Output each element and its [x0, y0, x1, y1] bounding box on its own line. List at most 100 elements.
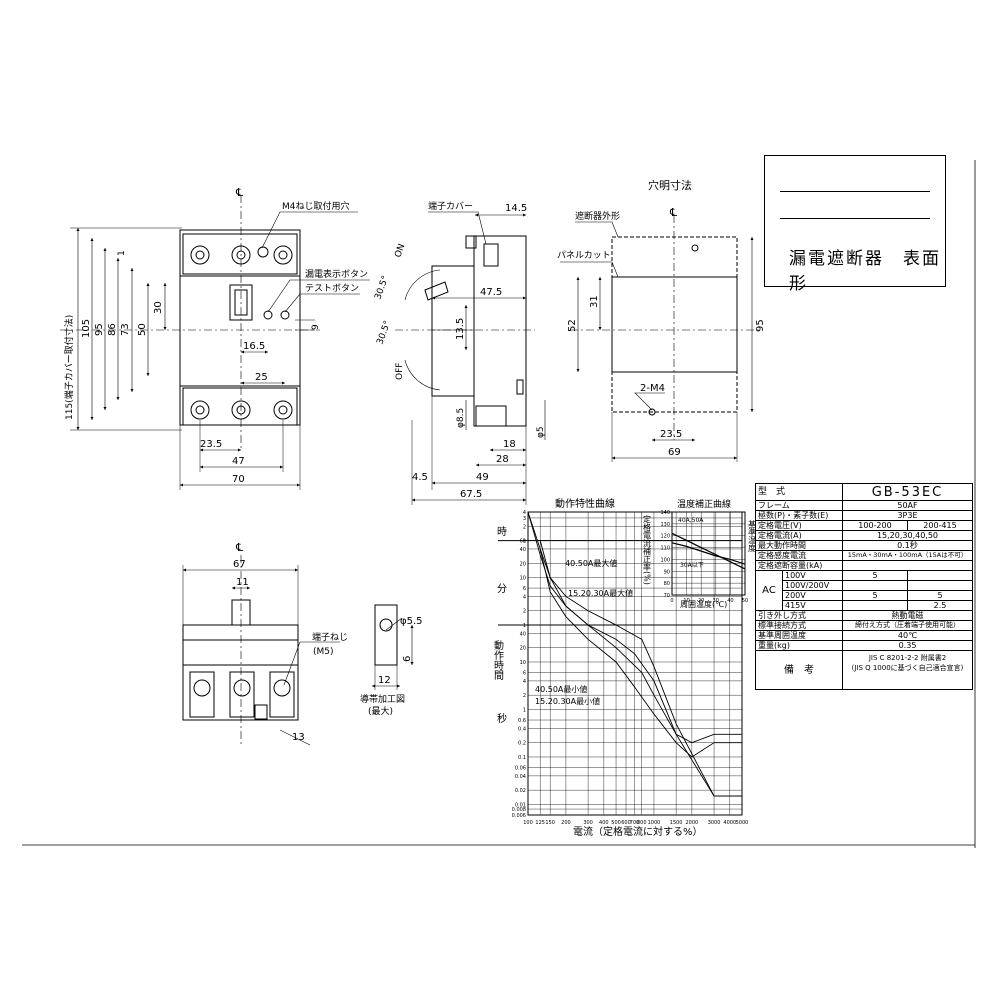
- chart2-series-0: [671, 532, 746, 570]
- chart1-annot-152030min: 15.20.30A最小値: [535, 696, 600, 706]
- angle-top: 30.5°: [373, 275, 391, 301]
- chart2-series-1: [671, 542, 746, 565]
- bottom-center-mark: ℄: [235, 541, 243, 554]
- chart2-ytick: 100: [660, 557, 670, 563]
- chart2-title: 温度補正曲線: [677, 498, 731, 510]
- chart1-xtick: 400: [599, 820, 609, 826]
- row-value: 100-200: [842, 520, 908, 531]
- dim-5-5: φ5.5: [400, 616, 423, 627]
- dim-18: 18: [503, 439, 516, 450]
- outline-label: 遮断器外形: [575, 210, 620, 222]
- chart1-ytick: 1: [523, 539, 526, 545]
- table-row: 極数(P)・素子数(E)3P3E: [755, 510, 973, 521]
- chart1-ytick: 0.008: [512, 807, 526, 813]
- dim-47-5: 47.5: [480, 287, 502, 298]
- ac-voltage: 415V: [785, 601, 806, 610]
- chart2-ytick: 90: [664, 569, 670, 575]
- dim-12: 12: [378, 675, 391, 686]
- model-name: GB-53EC: [842, 483, 973, 501]
- chart2-xtick: 40: [727, 598, 733, 604]
- dim-50: 50: [137, 323, 148, 336]
- dim-70: 70: [232, 474, 245, 485]
- hole-center-mark: ℄: [669, 206, 677, 219]
- chart2-annot-4050: 40A,50A: [678, 517, 704, 524]
- chart1-frame: [527, 511, 743, 816]
- row-value: 締付え方式（圧着端子使用可能）: [842, 620, 973, 631]
- table-row: 引き外し方式熱動電磁: [755, 610, 973, 621]
- chart1-annot-4050max: 40.50A最大値: [565, 558, 617, 568]
- chart1-ytick: 0.06: [515, 766, 526, 772]
- title-line: [780, 218, 930, 219]
- dim-73: 73: [120, 323, 131, 336]
- chart1-ytick: 4: [523, 510, 526, 516]
- m5-label: (M5): [313, 647, 334, 657]
- dim-16-5: 16.5: [243, 341, 265, 352]
- chart1-ylabel-hours: 時: [497, 526, 507, 538]
- chart1-ytick: 1: [523, 623, 526, 629]
- dim-25: 25: [255, 372, 268, 383]
- terminal-screw-label: 端子ねじ: [312, 631, 348, 643]
- chart1-xtick: 150: [545, 820, 555, 826]
- bus-bar-sub: (最大): [368, 705, 393, 717]
- product-name: 漏電遮断器 表面形: [789, 249, 941, 294]
- panel-cut-label: パネルカット: [557, 250, 611, 261]
- chart1-series-1: [527, 511, 742, 797]
- title-line: [780, 191, 930, 192]
- terminal-cover-label: 端子カバー: [428, 200, 473, 212]
- ac-value: 5: [843, 590, 908, 601]
- chart2-ytick: 110: [660, 546, 670, 552]
- dim-67-5: 67.5: [460, 489, 482, 500]
- chart1-ytick: 40: [520, 547, 526, 553]
- row-label: 定格遮断容量(kA): [755, 560, 843, 571]
- ac-voltage: 100V/200V: [782, 580, 842, 591]
- ac-value: [843, 600, 908, 610]
- chart1-xtick: 600: [621, 820, 631, 826]
- dim-115: 115(端子カバー取付寸法): [63, 315, 75, 420]
- row-label: 定格電流(A): [755, 530, 843, 541]
- chart1-ytick: 4: [523, 594, 526, 600]
- dim-13: 13: [292, 732, 305, 743]
- chart1-ytick: 0.2: [518, 741, 526, 747]
- chart1-xtick: 4000: [723, 820, 736, 826]
- chart2-ylabel: 定格電流補正率(%): [643, 514, 652, 585]
- chart1-ylabel-time: 動作時間: [492, 639, 504, 681]
- chart1-ytick: 0.04: [515, 774, 526, 780]
- ac-value: 2.5: [933, 601, 947, 610]
- table-row: 標準接続方式締付え方式（圧着端子使用可能）: [755, 620, 973, 631]
- ac-value: 5: [843, 571, 908, 581]
- chart2-ref-temp: 基準温度: [748, 519, 757, 553]
- chart1-ytick: 0.6: [518, 718, 526, 724]
- table-row: 定格遮断容量(kA): [755, 560, 973, 571]
- row-label: 定格電圧(V): [755, 520, 843, 531]
- chart1-ytick: 0.4: [518, 726, 526, 732]
- dim-5: φ5: [536, 426, 546, 438]
- row-value: 0.35: [842, 640, 973, 651]
- chart1-annot-152030max: 15.20.30A最大値: [568, 588, 633, 598]
- chart1-ytick: 10: [520, 660, 526, 666]
- chart1-ytick: 0.02: [515, 788, 526, 794]
- chart1-xtick: 200: [561, 820, 571, 826]
- chart1-series-3: [539, 548, 742, 758]
- table-row: 型 式 GB-53EC: [755, 483, 973, 501]
- chart2-annot-30: 30A以下: [680, 562, 704, 569]
- dim-8-5: φ8.5: [456, 408, 466, 428]
- chart1-annot-4050min: 40.50A最小値: [535, 684, 587, 694]
- dim-95: 95: [94, 323, 105, 336]
- leak-indicator-label: 漏電表示ボタン: [305, 268, 368, 280]
- ac-voltage: 100V: [782, 571, 842, 581]
- ac-voltage: 200V: [782, 590, 842, 601]
- dim-31: 31: [589, 295, 600, 308]
- dim-95: 95: [755, 319, 766, 332]
- chart1-ytick: 10: [520, 576, 526, 582]
- chart2-xtick: 10: [683, 598, 689, 604]
- chart1-xtick: 3000: [708, 820, 721, 826]
- ac-value: 5: [907, 590, 972, 601]
- remarks-line2: (JIS Q 1000に基づく自己適合宣言): [851, 664, 964, 672]
- dim-49: 49: [476, 472, 489, 483]
